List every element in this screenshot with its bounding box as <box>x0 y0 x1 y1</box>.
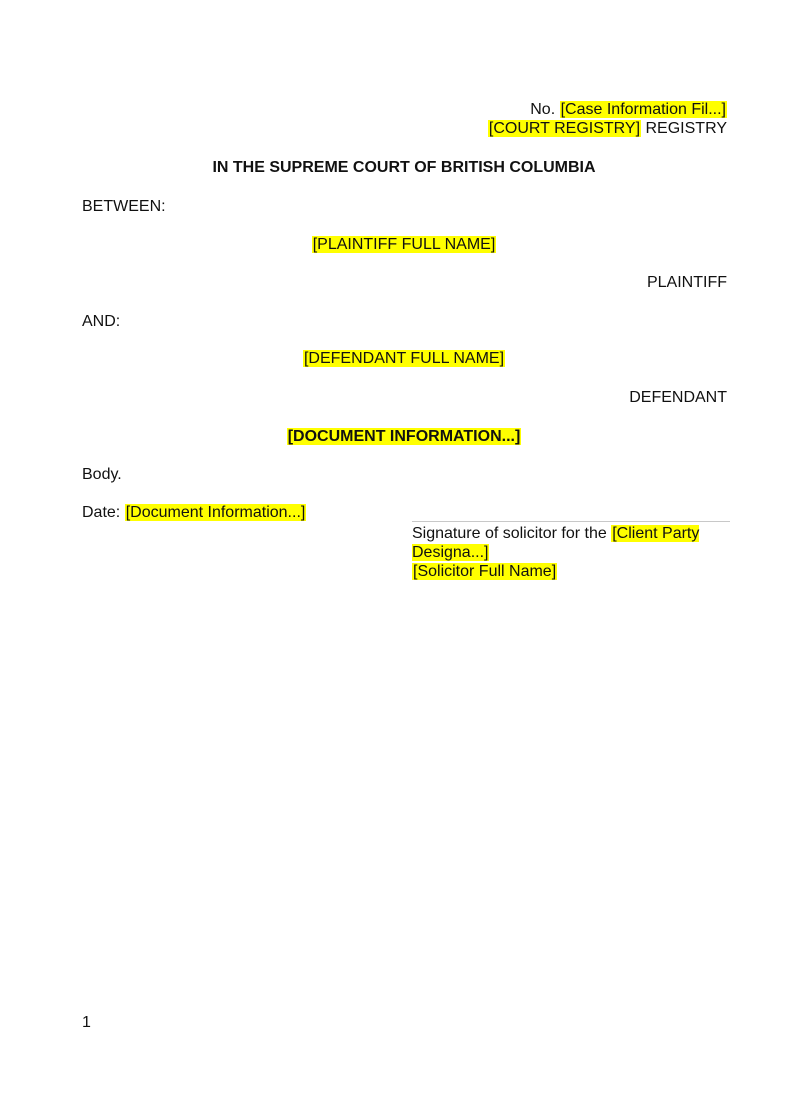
signature-block: Signature of solicitor for the [Client P… <box>412 521 730 581</box>
defendant-name-field[interactable]: [DEFENDANT FULL NAME] <box>302 350 506 367</box>
signature-prefix: Signature of solicitor for the <box>412 525 607 542</box>
and-label: AND: <box>82 313 121 330</box>
registry-line: [COURT REGISTRY] REGISTRY <box>487 119 728 138</box>
plaintiff-name-field[interactable]: [PLAINTIFF FULL NAME] <box>311 236 497 253</box>
solicitor-name-field[interactable]: [Solicitor Full Name] <box>412 563 558 580</box>
case-number-label: No. <box>530 101 556 118</box>
case-number-line: No. [Case Information Fil...] <box>530 100 727 119</box>
solicitor-name-line: [Solicitor Full Name] <box>412 562 730 581</box>
plaintiff-name-line: [PLAINTIFF FULL NAME] <box>0 235 800 254</box>
defendant-name-line: [DEFENDANT FULL NAME] <box>0 349 800 368</box>
document-title-line: [DOCUMENT INFORMATION...] <box>0 427 800 446</box>
date-label: Date: <box>82 504 121 521</box>
signature-caption: Signature of solicitor for the [Client P… <box>412 524 730 562</box>
plaintiff-role: PLAINTIFF <box>646 274 727 291</box>
defendant-role: DEFENDANT <box>629 389 727 406</box>
document-title-field[interactable]: [DOCUMENT INFORMATION...] <box>286 428 522 445</box>
registry-suffix: REGISTRY <box>645 120 728 137</box>
date-line: Date: [Document Information...] <box>82 503 307 522</box>
between-label: BETWEEN: <box>82 198 166 215</box>
court-title: IN THE SUPREME COURT OF BRITISH COLUMBIA <box>212 159 596 176</box>
court-registry-field[interactable]: [COURT REGISTRY] <box>487 120 642 137</box>
body-text: Body. <box>82 466 122 483</box>
page-number: 1 <box>82 1014 91 1031</box>
date-field[interactable]: [Document Information...] <box>124 504 307 521</box>
case-number-field[interactable]: [Case Information Fil...] <box>559 101 727 118</box>
